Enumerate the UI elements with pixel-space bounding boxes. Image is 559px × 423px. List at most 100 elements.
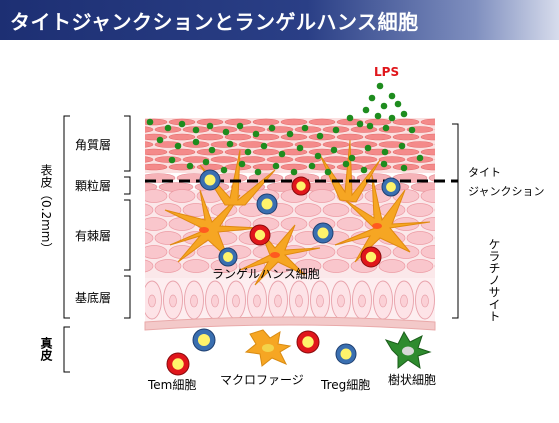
corneum-cell <box>434 143 435 146</box>
lps-dot <box>364 144 372 152</box>
corneum-cell <box>378 156 406 163</box>
granulosum-cell <box>428 174 435 182</box>
lps-dot <box>192 138 200 146</box>
corneum-cell <box>154 156 182 163</box>
spinosum-cell <box>154 231 182 245</box>
lps-dot <box>146 118 154 126</box>
lps-dot <box>394 100 402 108</box>
corneum-cell <box>434 128 435 131</box>
corneum-cell <box>420 163 435 171</box>
spinosum-cell <box>145 203 154 217</box>
lps-particles <box>146 82 424 176</box>
corneum-cell <box>406 141 434 148</box>
corneum-cell <box>336 133 364 141</box>
corneum-cell <box>168 133 196 141</box>
lps-dot <box>236 122 244 130</box>
basal-nucleus <box>190 294 198 308</box>
lps-dot <box>164 124 172 132</box>
lps-dot <box>290 168 298 176</box>
basal-nucleus <box>253 294 261 308</box>
lps-dot <box>268 124 276 132</box>
legend-treg-icon-nucleus <box>340 348 352 360</box>
lps-dot <box>332 126 340 134</box>
lps-dot <box>192 126 200 134</box>
spinosum-cell <box>406 203 434 217</box>
lps-dot <box>348 154 356 162</box>
spinosum-cell <box>308 245 336 259</box>
treg-cell-nucleus <box>261 198 273 210</box>
legend-tem-label: Tem細胞 <box>147 378 196 392</box>
corneum-cell <box>252 118 280 126</box>
title-bar: タイトジャンクションとランゲルハンス細胞 <box>0 0 559 40</box>
lps-dot <box>278 150 286 158</box>
basal-nucleus <box>148 294 156 308</box>
lps-dot <box>366 122 374 130</box>
lps-dot <box>220 166 228 174</box>
basal-nucleus <box>337 294 345 308</box>
lps-dot <box>272 162 280 170</box>
tight-junction-label-line1: タイト <box>468 166 501 179</box>
corneum-cell <box>252 148 280 156</box>
spinosum-cell <box>145 245 168 259</box>
keratinocyte-label: ケラチノサイト <box>487 238 501 322</box>
lps-dot <box>380 160 388 168</box>
spinosum-cell <box>322 203 350 217</box>
layer-brackets <box>63 115 459 373</box>
layer-label-spinosum: 有棘層 <box>75 229 111 243</box>
lps-dot <box>408 126 416 134</box>
lps-dot <box>360 166 368 174</box>
corneum-cell <box>294 126 322 133</box>
corneum-cell <box>420 148 435 156</box>
spinosum-cell <box>406 259 434 273</box>
lps-dot <box>314 152 322 160</box>
lps-dot <box>380 102 388 110</box>
corneum-cell <box>392 118 420 126</box>
corneum-cell <box>266 141 294 148</box>
lps-dot <box>260 142 268 150</box>
corneum-cell <box>434 158 435 161</box>
lps-dot <box>324 168 332 176</box>
langerhans-label: ランゲルハンス細胞 <box>212 267 320 281</box>
tem-cell-nucleus <box>365 251 377 263</box>
lps-dot <box>382 124 390 132</box>
lps-dot <box>400 164 408 172</box>
lps-dot <box>376 82 384 90</box>
skin-diagram: LPS 角質層 顆粒層 有棘層 基底層 タイト ジャンクション ランゲルハンス細… <box>63 65 544 392</box>
lps-dot <box>346 114 354 122</box>
legend-dendritic-label: 樹状細胞 <box>388 373 436 387</box>
spinosum-cell <box>145 231 154 245</box>
spinosum-cell <box>434 264 435 268</box>
lps-dot <box>398 142 406 150</box>
corneum-cell <box>350 141 378 148</box>
corneum-cell <box>210 156 238 163</box>
spinosum-cell <box>322 259 350 273</box>
legend-macrophage-label: マクロファージ <box>220 373 304 387</box>
lps-dot <box>252 130 260 138</box>
legend-tem-icon-b-nucleus <box>302 336 314 348</box>
corneum-cell <box>420 133 435 141</box>
treg-cell-nucleus <box>317 227 329 239</box>
lps-dot <box>244 148 252 156</box>
lps-dot <box>356 120 364 128</box>
corneum-cell <box>145 148 168 156</box>
layer-label-corneum: 角質層 <box>75 137 111 152</box>
treg-cell-nucleus <box>223 252 233 262</box>
corneum-cell <box>280 133 308 141</box>
basal-nucleus <box>211 294 219 308</box>
tem-cell-nucleus <box>296 181 306 191</box>
spinosum-cell <box>378 259 406 273</box>
basal-nucleus <box>379 294 387 308</box>
spinosum-cell <box>420 217 435 231</box>
spinosum-cell <box>420 189 435 203</box>
corneum-cell <box>154 141 182 148</box>
corneum-cell <box>378 141 406 148</box>
lps-dot <box>238 160 246 168</box>
layer-label-basale: 基底層 <box>75 290 111 305</box>
basal-nucleus <box>274 294 282 308</box>
lps-dot <box>301 124 309 132</box>
granulosum-cell <box>145 182 158 192</box>
corneum-cell <box>280 118 308 126</box>
lps-dot <box>156 136 164 144</box>
legend-tem-icon-nucleus <box>172 358 184 370</box>
